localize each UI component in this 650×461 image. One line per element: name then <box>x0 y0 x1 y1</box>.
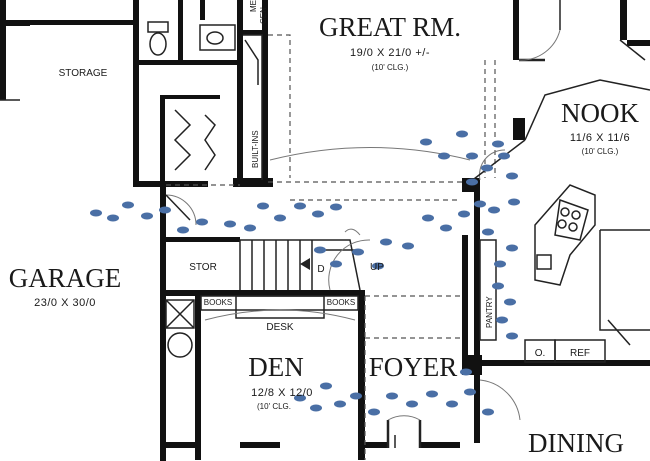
foyer-name: FOYER <box>369 352 458 382</box>
media-center-label-a: ME <box>249 0 258 12</box>
books-right-label: BOOKS <box>327 298 355 307</box>
storage-label: STORAGE <box>59 68 108 79</box>
kitchen-island <box>534 184 596 286</box>
built-ins-label: BUILT-INS <box>251 130 260 168</box>
toilet-icon <box>147 21 169 56</box>
stairs-up-label: UP <box>370 262 384 273</box>
great-room-name: GREAT RM. <box>319 12 461 42</box>
sink-icon <box>199 24 236 51</box>
oven-label: O. <box>535 348 546 359</box>
great-room-dims: 19/0 X 21/0 +/- <box>350 47 430 59</box>
books-left-label: BOOKS <box>204 298 232 307</box>
stair-arrow-icon <box>300 258 310 270</box>
footprint-path <box>90 130 520 416</box>
desk-label: DESK <box>266 322 294 333</box>
nook-name: NOOK <box>561 98 639 128</box>
great-room-ceiling: (10' CLG.) <box>372 63 409 72</box>
stove-icon <box>557 207 581 232</box>
den-dims: 12/8 X 12/0 <box>251 387 313 399</box>
den-ceiling: (10' CLG. <box>257 402 291 411</box>
stor-label: STOR <box>189 262 217 273</box>
nook-ceiling: (10' CLG.) <box>582 147 619 156</box>
garage-dims: 23/0 X 30/0 <box>34 297 96 309</box>
stairs <box>239 228 371 291</box>
garage-name: GARAGE <box>9 263 122 293</box>
footprint-icon <box>90 130 520 416</box>
dining-name: DINING <box>528 428 624 458</box>
room-labels: GREAT RM. 19/0 X 21/0 +/- (10' CLG.) NOO… <box>9 0 640 458</box>
stairs-mark-label: D <box>317 264 324 275</box>
pantry-label: PANTRY <box>485 296 494 328</box>
media-center-label-b: CEN <box>259 7 268 24</box>
nook-dims: 11/6 X 11/6 <box>570 132 630 144</box>
ref-label: REF <box>570 348 590 359</box>
den-name: DEN <box>248 352 304 382</box>
